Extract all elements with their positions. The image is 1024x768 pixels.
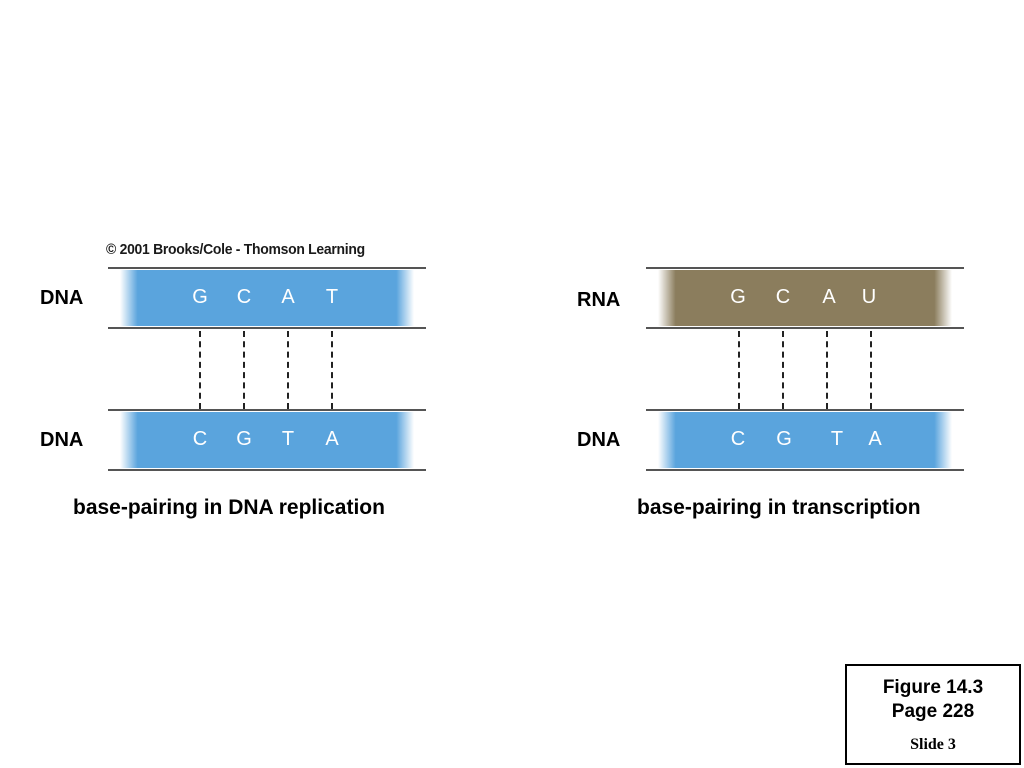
hydrogen-bond	[287, 331, 289, 409]
base: C	[730, 428, 746, 450]
hydrogen-bond	[199, 331, 201, 409]
base: G	[776, 428, 792, 450]
base: C	[192, 428, 208, 450]
base: G	[730, 286, 746, 308]
base: C	[236, 286, 252, 308]
copyright-notice: © 2001 Brooks/Cole - Thomson Learning	[106, 241, 365, 258]
base: T	[830, 428, 844, 450]
base: G	[192, 286, 208, 308]
slide-number: Slide 3	[910, 736, 956, 753]
left-top-dna-strand: G C A T	[108, 267, 426, 329]
figure-reference-box: Figure 14.3 Page 228 Slide 3	[845, 664, 1021, 765]
base: A	[822, 286, 836, 308]
hydrogen-bond	[826, 331, 828, 409]
figure-number: Figure 14.3	[882, 677, 984, 698]
base: G	[236, 428, 252, 450]
base: A	[281, 286, 295, 308]
left-bottom-strand-label: DNA	[40, 429, 84, 451]
right-caption: base-pairing in transcription	[637, 496, 921, 519]
hydrogen-bond	[243, 331, 245, 409]
base: A	[325, 428, 339, 450]
hydrogen-bond	[331, 331, 333, 409]
base: U	[861, 286, 877, 308]
hydrogen-bond	[870, 331, 872, 409]
base: T	[325, 286, 339, 308]
hydrogen-bond	[738, 331, 740, 409]
left-top-strand-label: DNA	[40, 287, 84, 309]
base: T	[281, 428, 295, 450]
left-bottom-dna-strand: C G T A	[108, 409, 426, 471]
right-bottom-dna-strand: C G T A	[646, 409, 964, 471]
right-top-rna-strand: G C A U	[646, 267, 964, 329]
left-caption: base-pairing in DNA replication	[73, 496, 385, 519]
base: C	[775, 286, 791, 308]
base: A	[868, 428, 882, 450]
right-top-strand-label: RNA	[577, 289, 621, 311]
right-bottom-strand-label: DNA	[577, 429, 621, 451]
page-number: Page 228	[891, 701, 975, 722]
hydrogen-bond	[782, 331, 784, 409]
